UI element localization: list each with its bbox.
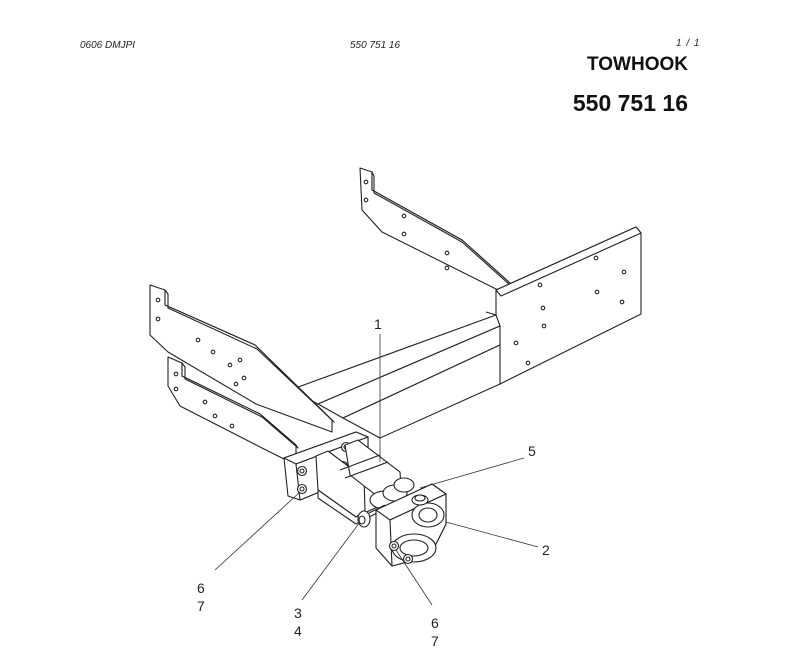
callout-2: 2: [542, 542, 550, 558]
callout-3: 3: [294, 605, 302, 621]
callout-6-left: 6: [197, 580, 205, 596]
document-number: 550 751 16: [350, 40, 401, 51]
right-mounting-plate: [494, 226, 642, 385]
callout-4: 4: [294, 623, 302, 639]
page-indicator: 1 / 1: [676, 38, 701, 49]
callout-leaders: [214, 334, 539, 606]
callout-7-right: 7: [431, 633, 439, 649]
callout-5: 5: [528, 443, 536, 459]
lower-bolts: [388, 540, 414, 565]
document-code: 0606 DMJPI: [80, 40, 136, 51]
callout-7-left: 7: [197, 598, 205, 614]
callout-1: 1: [374, 316, 382, 332]
locking-pin: [357, 504, 386, 528]
coupling-jaw: [375, 483, 447, 567]
left-chassis-bracket-upper: [149, 284, 335, 433]
part-number: 550 751 16: [572, 90, 688, 116]
callout-6-right: 6: [431, 615, 439, 631]
right-chassis-bracket: [359, 167, 511, 297]
towhook-body: [315, 439, 415, 525]
drawing-title: TOWHOOK: [587, 54, 688, 75]
